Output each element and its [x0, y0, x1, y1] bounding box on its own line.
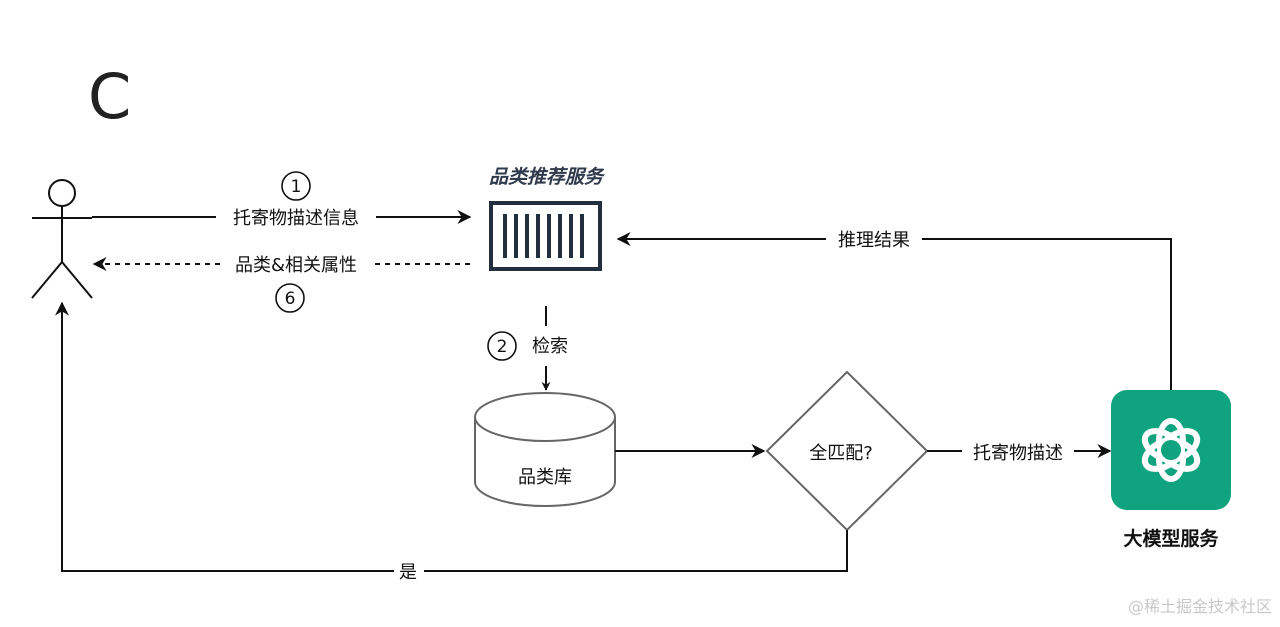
step-2-number: 2: [497, 337, 508, 357]
edge-send-label-bg: [216, 205, 376, 229]
openai-logo-icon: [1141, 418, 1201, 482]
db-label: 品类库: [518, 467, 572, 488]
step-6-number: 6: [285, 289, 296, 309]
container-service-icon: [489, 201, 602, 271]
service-title: 品类推荐服务: [489, 166, 606, 188]
edge-yes-label: 是: [399, 562, 417, 583]
watermark: @稀土掘金技术社区: [1128, 597, 1272, 616]
step-1-number: 1: [291, 177, 302, 197]
corner-letter: C: [88, 60, 131, 133]
edge-infer-label: 推理结果: [838, 230, 910, 251]
edge-return-label-bg: [220, 252, 372, 276]
llm-label: 大模型服务: [1123, 527, 1219, 550]
edge-infer-result: [616, 232, 1172, 390]
edge-send-label: 托寄物描述信息: [233, 208, 359, 229]
edge-return-label: 品类&相关属性: [235, 255, 357, 276]
step-6-badge: 6: [275, 283, 305, 313]
edge-infer-label-bg: [826, 227, 922, 251]
decision-label: 全匹配?: [809, 443, 873, 464]
step-1-badge: 1: [281, 171, 311, 201]
edge-to-llm-label-bg: [962, 439, 1074, 463]
edge-yes-label-bg: [394, 559, 424, 583]
edge-to-llm-label: 托寄物描述: [973, 443, 1063, 464]
category-db-cylinder: [474, 392, 616, 507]
user-actor-icon: [31, 179, 93, 299]
edge-yes: [55, 301, 848, 572]
edge-search-label: 检索: [532, 336, 568, 357]
step-2-badge: 2: [487, 331, 517, 361]
